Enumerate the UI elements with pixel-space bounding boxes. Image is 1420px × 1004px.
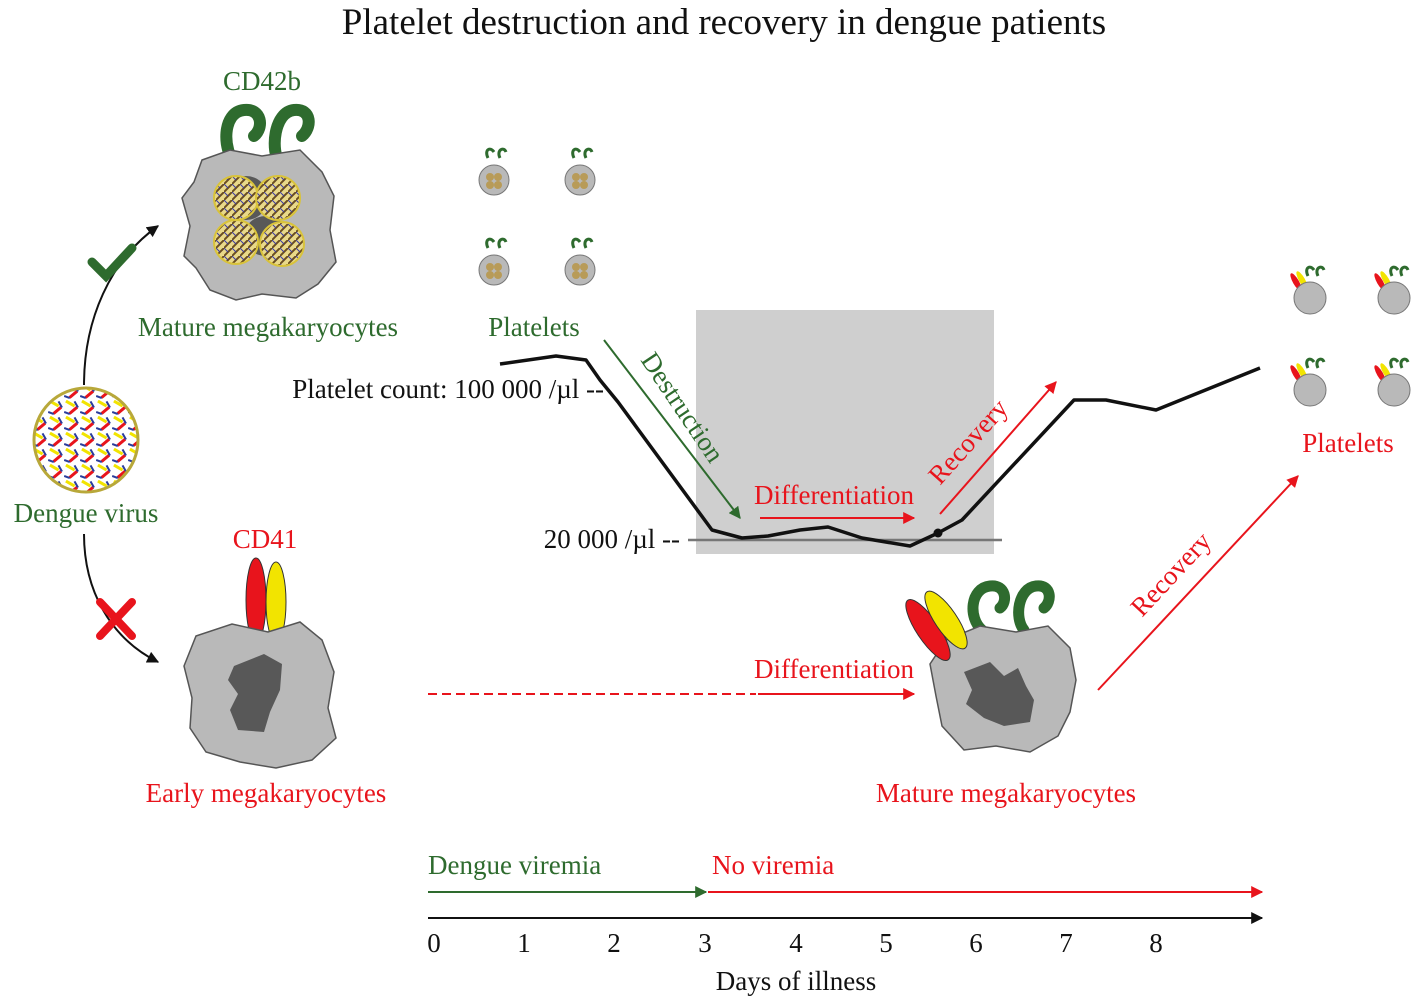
day-tick: 5 [879,928,893,958]
platelet-count-curve [499,354,1261,548]
recovery-bottom-label: Recovery [1124,526,1217,622]
mature-megakaryocytes-top-label: Mature megakaryocytes [138,312,398,342]
cd42b-receptor-icon [967,580,1011,636]
cd42b-receptor-icon [1013,580,1055,636]
cd42b-receptor-icon [268,103,315,171]
low-count-shaded-region [696,310,994,554]
day-tick: 7 [1059,928,1073,958]
mature-megakaryocytes-bottom-label: Mature megakaryocytes [876,778,1136,808]
platelet-count-20000-label: 20 000 /µl -- [544,524,680,554]
day-tick: 2 [607,928,621,958]
dengue-virus-icon [32,386,140,494]
day-tick: 1 [517,928,531,958]
platelets-right-group [1290,265,1411,407]
mature-megakaryocyte-top [181,103,337,301]
platelets-left-label: Platelets [488,312,579,342]
cd42b-receptor-icon [220,103,266,171]
platelets-left-group [478,147,596,286]
recovery-bottom-arrow [1097,475,1299,691]
recovery-top-arrow [939,381,1057,515]
days-of-illness-label: Days of illness [716,966,876,996]
checkmark-icon [87,243,137,283]
early-megakaryocytes-label: Early megakaryocytes [146,778,387,808]
destruction-arrow [603,339,741,519]
no-viremia-label: No viremia [712,850,834,880]
day-tick: 0 [427,928,441,958]
platelet-count-100000-label: Platelet count: 100 000 /µl -- [292,374,604,404]
differentiation-bottom-label: Differentiation [754,654,914,684]
dengue-viremia-label: Dengue viremia [428,850,601,880]
mature-megakaryocyte-bottom [905,580,1077,753]
day-tick: 3 [698,928,712,958]
early-megakaryocyte [183,557,337,769]
arrow-to-early [83,533,160,663]
dengue-virus-label: Dengue virus [14,498,159,528]
day-ticks: 0 1 2 3 4 5 6 7 8 [427,928,1163,958]
cd41-yellow-icon [924,590,968,650]
day-tick: 4 [789,928,803,958]
day-tick: 8 [1149,928,1163,958]
diagram-title: Platelet destruction and recovery in den… [342,2,1106,43]
x-mark-icon [96,598,136,640]
cd42b-label: CD42b [223,66,301,96]
arrow-to-mature [83,225,159,386]
platelets-right-label: Platelets [1302,428,1393,458]
differentiation-top-label: Differentiation [754,480,914,510]
cd41-label: CD41 [233,524,298,554]
curve-marker-dot [933,528,943,538]
day-tick: 6 [969,928,983,958]
